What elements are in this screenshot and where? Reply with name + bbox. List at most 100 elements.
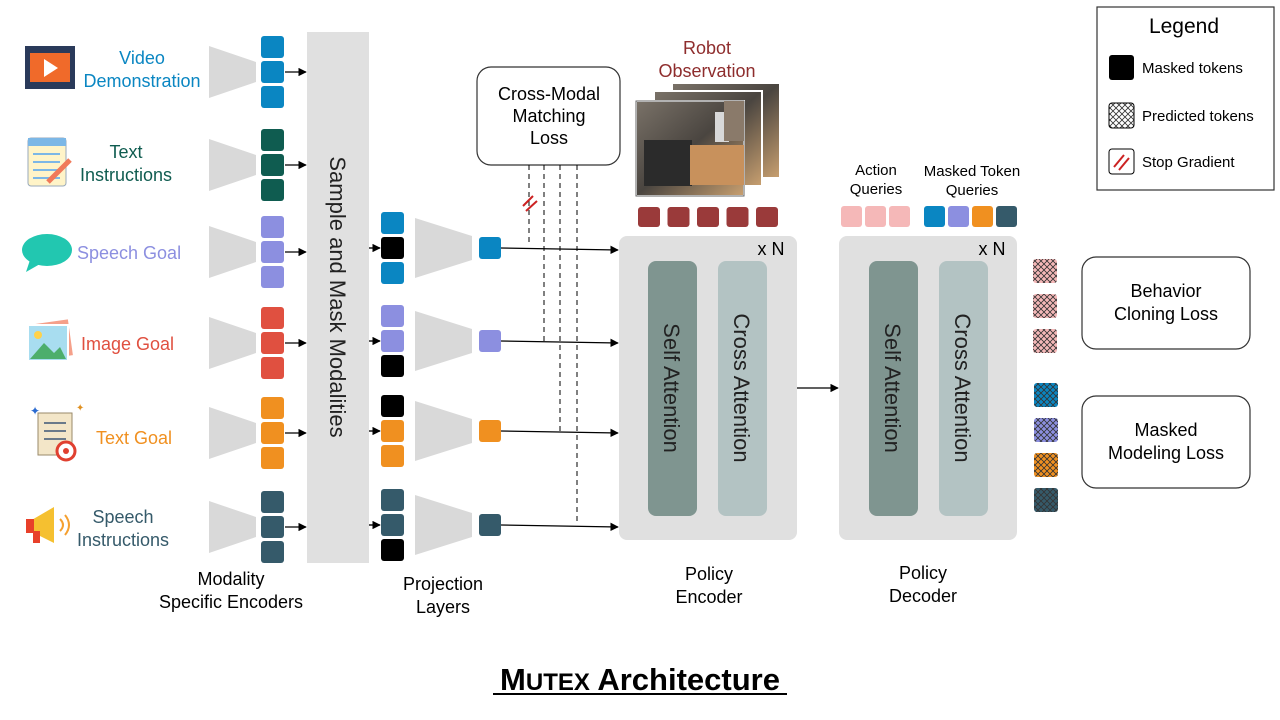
masked-token xyxy=(381,539,404,561)
modality-label-line: Text xyxy=(109,142,142,162)
cross-modal-loss-line1: Cross-Modal xyxy=(498,84,600,104)
projection-arrow xyxy=(500,522,619,532)
behavior-cloning-loss-box xyxy=(1081,256,1251,350)
policy-decoder-label-line2: Decoder xyxy=(889,586,957,606)
modality-token xyxy=(261,241,284,263)
robot-observation-line1: Robot xyxy=(683,38,731,58)
action-queries-line2: Queries xyxy=(850,181,903,198)
modality-token xyxy=(261,422,284,444)
action-query-token xyxy=(889,206,910,227)
svg-text:✦: ✦ xyxy=(76,403,84,414)
robot-token xyxy=(667,207,690,227)
projection-input-token xyxy=(381,330,404,352)
title-smallcaps: UTEX xyxy=(526,669,590,696)
modality-label-text_goal: Text Goal xyxy=(96,428,172,448)
masked-token-queries-line1: Masked Token xyxy=(924,163,1020,180)
modality-token xyxy=(261,266,284,288)
masked-modeling-loss-box xyxy=(1081,395,1251,489)
projection-input-token xyxy=(381,489,404,511)
modality-label-speech_goal: Speech Goal xyxy=(77,243,181,263)
cross-modal-dashed-lines xyxy=(528,165,578,525)
predicted-masked-hatch xyxy=(1034,383,1058,407)
masked-token xyxy=(381,237,404,259)
robot-token xyxy=(756,207,778,227)
modality-encoders-label-line2: Specific Encoders xyxy=(159,592,303,612)
predicted-masked-hatch xyxy=(1034,453,1058,477)
masked-token-queries-line2: Queries xyxy=(946,182,999,199)
projected-token xyxy=(479,237,501,259)
behavior-cloning-loss-line2: Cloning Loss xyxy=(1114,304,1218,324)
predicted-action-hatch xyxy=(1033,259,1057,283)
legend-stop-gradient-label: Stop Gradient xyxy=(1142,154,1235,171)
projection-input-token xyxy=(381,262,404,284)
projection-trapezoid xyxy=(415,311,472,371)
robot-token xyxy=(638,207,660,227)
masked-token-query xyxy=(972,206,993,227)
sample-mask-label: Sample and Mask Modalities xyxy=(325,156,350,437)
projection-layers-label-line1: Projection xyxy=(403,574,483,594)
video-icon xyxy=(25,46,75,89)
modality-token xyxy=(261,516,284,538)
masked-token-query xyxy=(924,206,945,227)
modality-label-line: Demonstration xyxy=(83,71,200,91)
robot-observation-images xyxy=(635,82,781,197)
modality-token xyxy=(261,129,284,151)
modality-label-line: Text Goal xyxy=(96,428,172,448)
megaphone-icon xyxy=(26,507,70,543)
modality-encoders-label-line1: Modality xyxy=(197,569,264,589)
policy-decoder-label-line1: Policy xyxy=(899,563,947,583)
projection-row-text_goal xyxy=(369,395,619,467)
projection-trapezoid xyxy=(415,218,472,278)
cross-modal-loss-box xyxy=(476,66,621,166)
cross-modal-loss-line2: Matching xyxy=(512,106,585,126)
target-document-icon: ✦✦ xyxy=(30,403,84,462)
policy-decoder-block xyxy=(839,236,1017,540)
projection-rows xyxy=(369,212,619,561)
modality-label-line: Video xyxy=(119,48,165,68)
encoder-trapezoid xyxy=(209,407,256,459)
predicted-action-hatch xyxy=(1033,294,1057,318)
projection-arrow xyxy=(500,338,619,348)
projection-row-video xyxy=(369,212,619,284)
behavior-cloning-loss-line1: Behavior xyxy=(1130,281,1201,301)
projection-row-speech_goal xyxy=(369,305,619,377)
modality-label-image_goal: Image Goal xyxy=(81,334,174,354)
modality-token xyxy=(261,491,284,513)
modality-label-line: Instructions xyxy=(80,165,172,185)
modality-token xyxy=(261,397,284,419)
modality-token xyxy=(261,61,284,83)
encoder-trapezoid xyxy=(209,317,256,369)
modality-token xyxy=(261,36,284,58)
modality-token xyxy=(261,307,284,329)
masked-modeling-loss-line1: Masked xyxy=(1134,420,1197,440)
projected-token xyxy=(479,514,501,536)
modality-row-speech_goal: Speech Goal xyxy=(22,216,307,288)
sample-mask-block xyxy=(307,32,369,563)
robot-token xyxy=(697,207,719,227)
projection-layers-label-line2: Layers xyxy=(416,597,470,617)
modality-token xyxy=(261,179,284,201)
encoder-trapezoid xyxy=(209,501,256,553)
action-query-token xyxy=(865,206,886,227)
action-queries-line1: Action xyxy=(855,162,897,179)
masked-token-query xyxy=(996,206,1017,227)
projection-trapezoid xyxy=(415,401,472,461)
legend-masked-swatch xyxy=(1109,55,1134,80)
projection-input-token xyxy=(381,420,404,442)
masked-modeling-loss-line2: Modeling Loss xyxy=(1108,443,1224,463)
encoder-trapezoid xyxy=(209,46,256,98)
modality-row-text_goal: ✦✦ Text Goal xyxy=(30,397,307,469)
modality-token xyxy=(261,86,284,108)
modality-label-line: Image Goal xyxy=(81,334,174,354)
policy-encoder-repeat: x N xyxy=(758,239,785,259)
encoder-cross-attention-block xyxy=(718,261,767,516)
stop-gradient-mark xyxy=(522,195,538,212)
query-tokens xyxy=(841,206,1017,227)
encoder-cross-attention-label: Cross Attention xyxy=(729,313,754,462)
projected-token xyxy=(479,330,501,352)
projection-input-token xyxy=(381,514,404,536)
